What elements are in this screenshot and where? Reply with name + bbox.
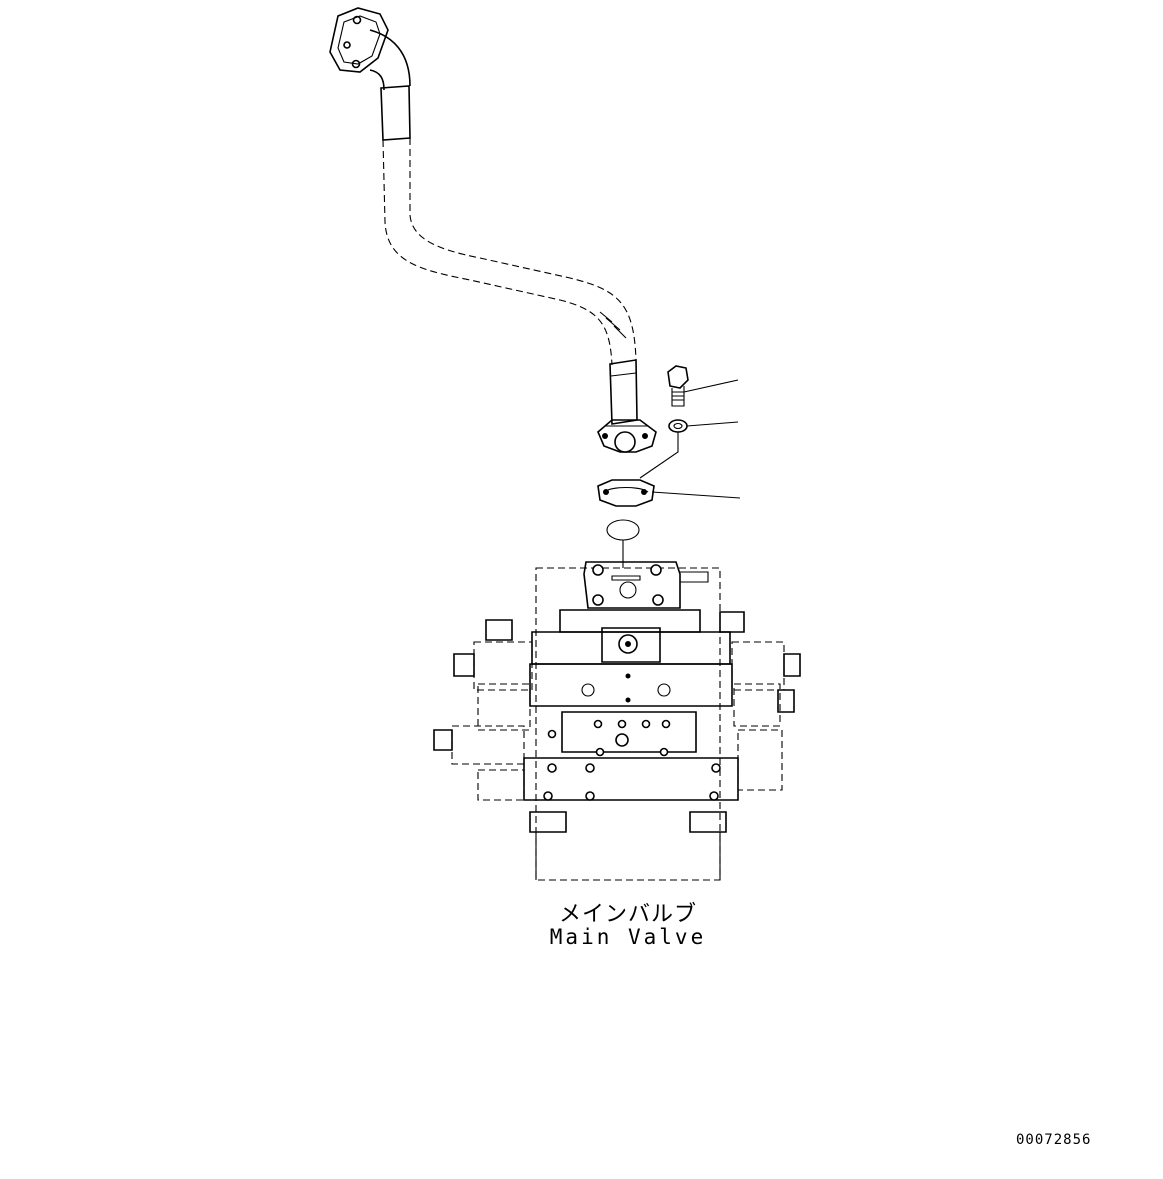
main-valve bbox=[433, 561, 801, 881]
bolt bbox=[667, 365, 689, 407]
component-label-japanese: メインバルブ bbox=[558, 902, 697, 927]
drawing-number: 00072856 bbox=[1016, 1132, 1092, 1148]
leader-lines bbox=[622, 379, 741, 568]
split-flange bbox=[597, 479, 655, 507]
hydraulic-hose bbox=[329, 7, 657, 453]
washer bbox=[668, 419, 688, 433]
component-label-english: Main Valve bbox=[549, 925, 707, 949]
o-ring bbox=[606, 519, 640, 541]
